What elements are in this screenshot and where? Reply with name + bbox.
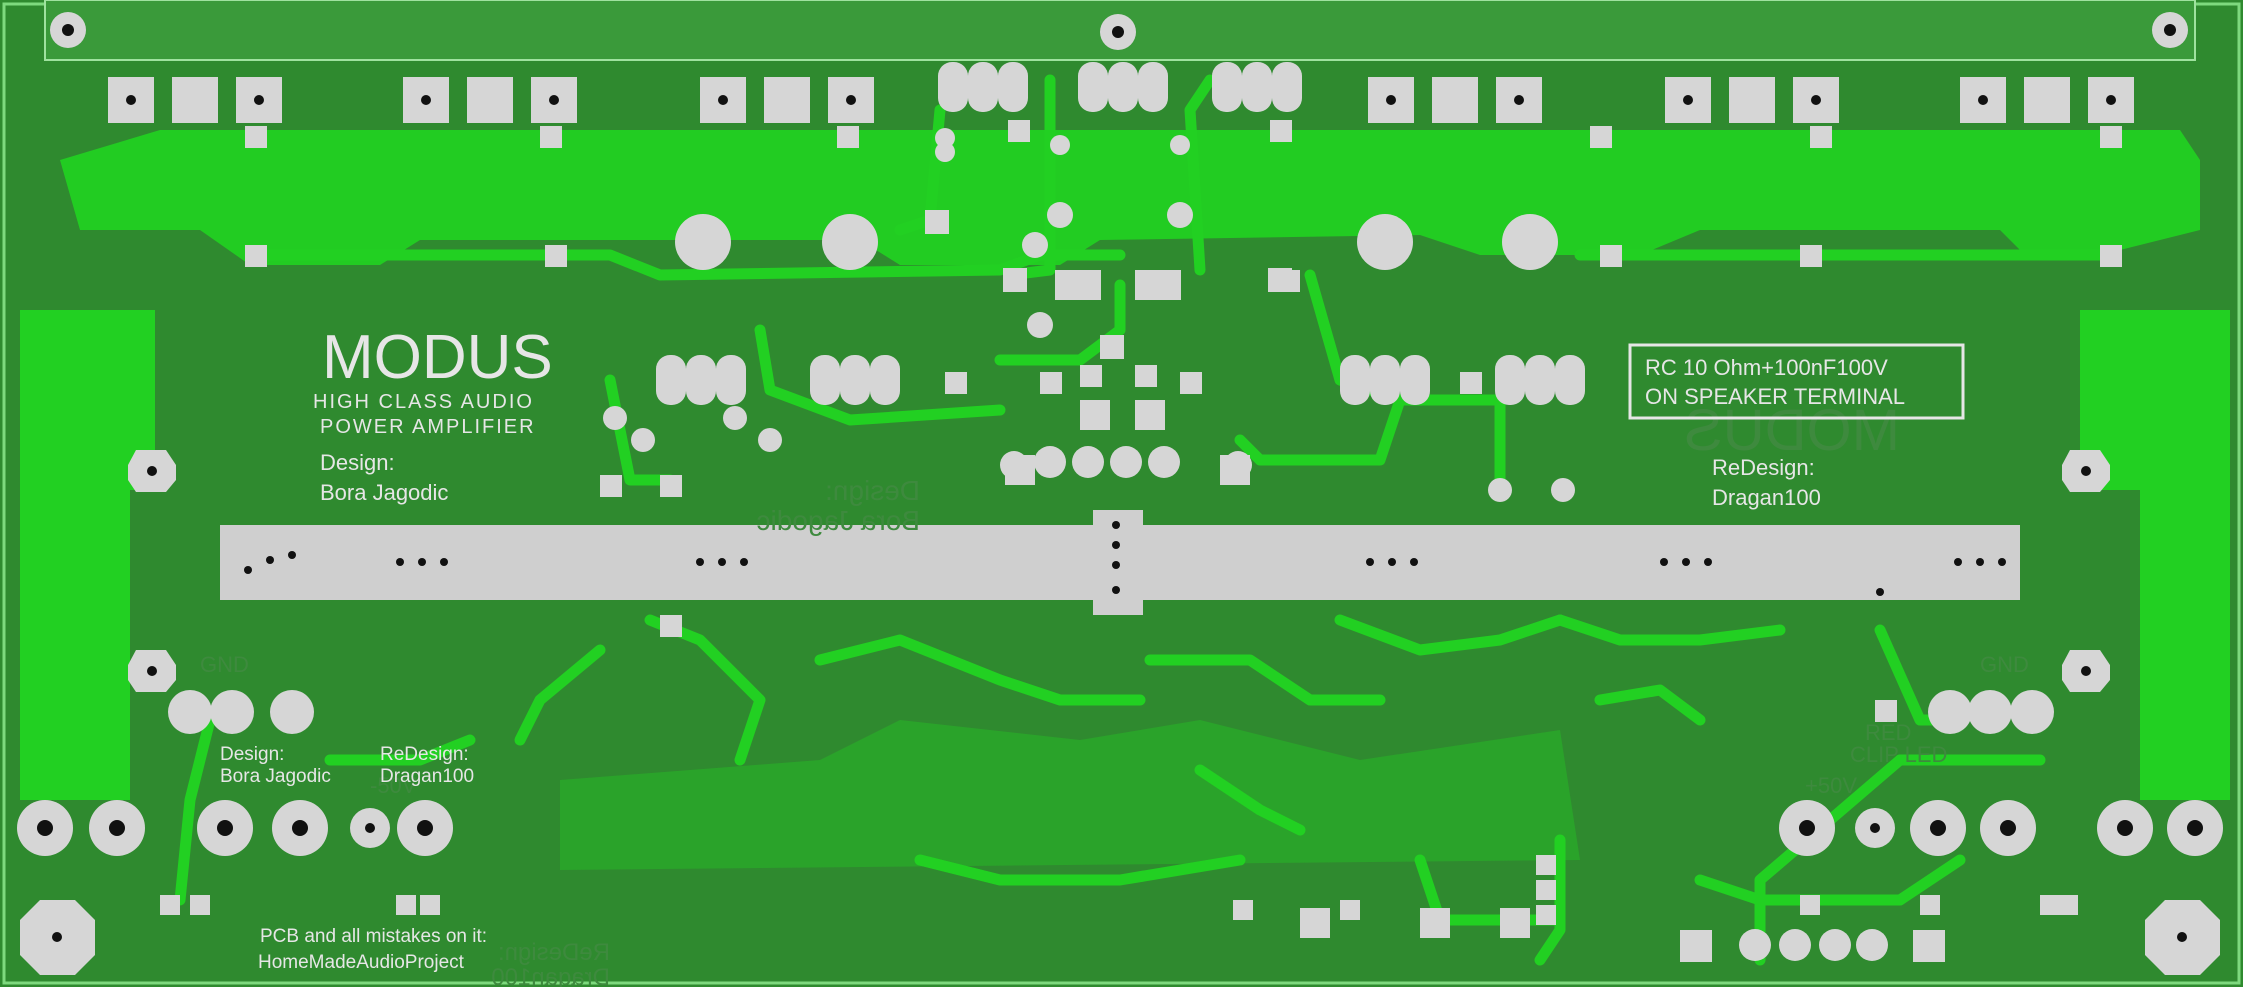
mounting-hole-icon	[20, 900, 95, 975]
small-pads	[245, 120, 2122, 722]
redesign-right-name: Dragan100	[1712, 485, 1821, 510]
power-connector-pads	[17, 800, 2223, 856]
transistor-pad-rows	[108, 77, 2134, 123]
footer: PCB and all mistakes on it: HomeMadeAudi…	[258, 926, 487, 973]
credits-redesign-label: ReDesign:	[380, 744, 469, 765]
mirror-redesign: ReDesign:	[498, 939, 610, 966]
gnd-left-label: GND	[200, 652, 249, 677]
terminal-holes	[147, 466, 2091, 676]
mounting-hole-icon	[50, 12, 86, 48]
v50-right-label: +50V	[1805, 773, 1857, 798]
capacitor-pads	[675, 214, 1558, 270]
mounting-hole-icon	[1100, 14, 1136, 50]
copper-traces	[174, 74, 2116, 966]
mounting-hole-icon	[2152, 12, 2188, 48]
gnd-right-label: GND	[1980, 652, 2029, 677]
logo-title: MODUS	[322, 323, 553, 392]
footer-line1: PCB and all mistakes on it:	[260, 926, 487, 947]
logo-line2: POWER AMPLIFIER	[320, 416, 536, 438]
bottom-pads	[160, 855, 2078, 962]
mounting-holes	[20, 12, 2220, 975]
note-line2: ON SPEAKER TERMINAL	[1645, 384, 1905, 409]
redesign-right-label: ReDesign:	[1712, 455, 1815, 480]
transistor-pad-holes	[126, 95, 2116, 105]
credits-bottom: Design: Bora Jagodic ReDesign: Dragan100	[220, 744, 474, 787]
mounting-hole-icon	[2145, 900, 2220, 975]
transistor-icon	[656, 62, 1585, 405]
note-box: RC 10 Ohm+100nF100V ON SPEAKER TERMINAL	[1628, 343, 1965, 420]
credits-design-name: Bora Jagodic	[220, 766, 331, 787]
strip-holes	[244, 521, 2006, 596]
mirror-modus: MODUS	[1684, 398, 1900, 463]
round-pads	[603, 128, 1575, 502]
design-label: Design:	[320, 450, 395, 475]
mirror-dragan: Dragan100	[491, 964, 610, 987]
clip-led-label: CLIP LED	[1850, 742, 1947, 767]
logo-line1: HIGH CLASS AUDIO	[313, 391, 534, 413]
v50-left-label: -50V	[370, 773, 417, 798]
mirror-name: Bora Jagodic	[757, 505, 920, 536]
mirror-design: Design:	[825, 475, 920, 506]
footer-line2: HomeMadeAudioProject	[258, 952, 465, 973]
design-name: Bora Jagodic	[320, 480, 448, 505]
red-clip-label: RED	[1865, 720, 1911, 745]
credits-redesign-name: Dragan100	[380, 766, 474, 787]
logo-block: MODUS HIGH CLASS AUDIO POWER AMPLIFIER D…	[313, 323, 553, 505]
redesign-right: ReDesign: Dragan100	[1712, 455, 1821, 510]
ghost-silkscreen: MODUS Design: Bora Jagodic ReDesign: Dra…	[200, 398, 2029, 987]
credits-design-label: Design:	[220, 744, 284, 765]
note-line1: RC 10 Ohm+100nF100V	[1645, 355, 1888, 380]
